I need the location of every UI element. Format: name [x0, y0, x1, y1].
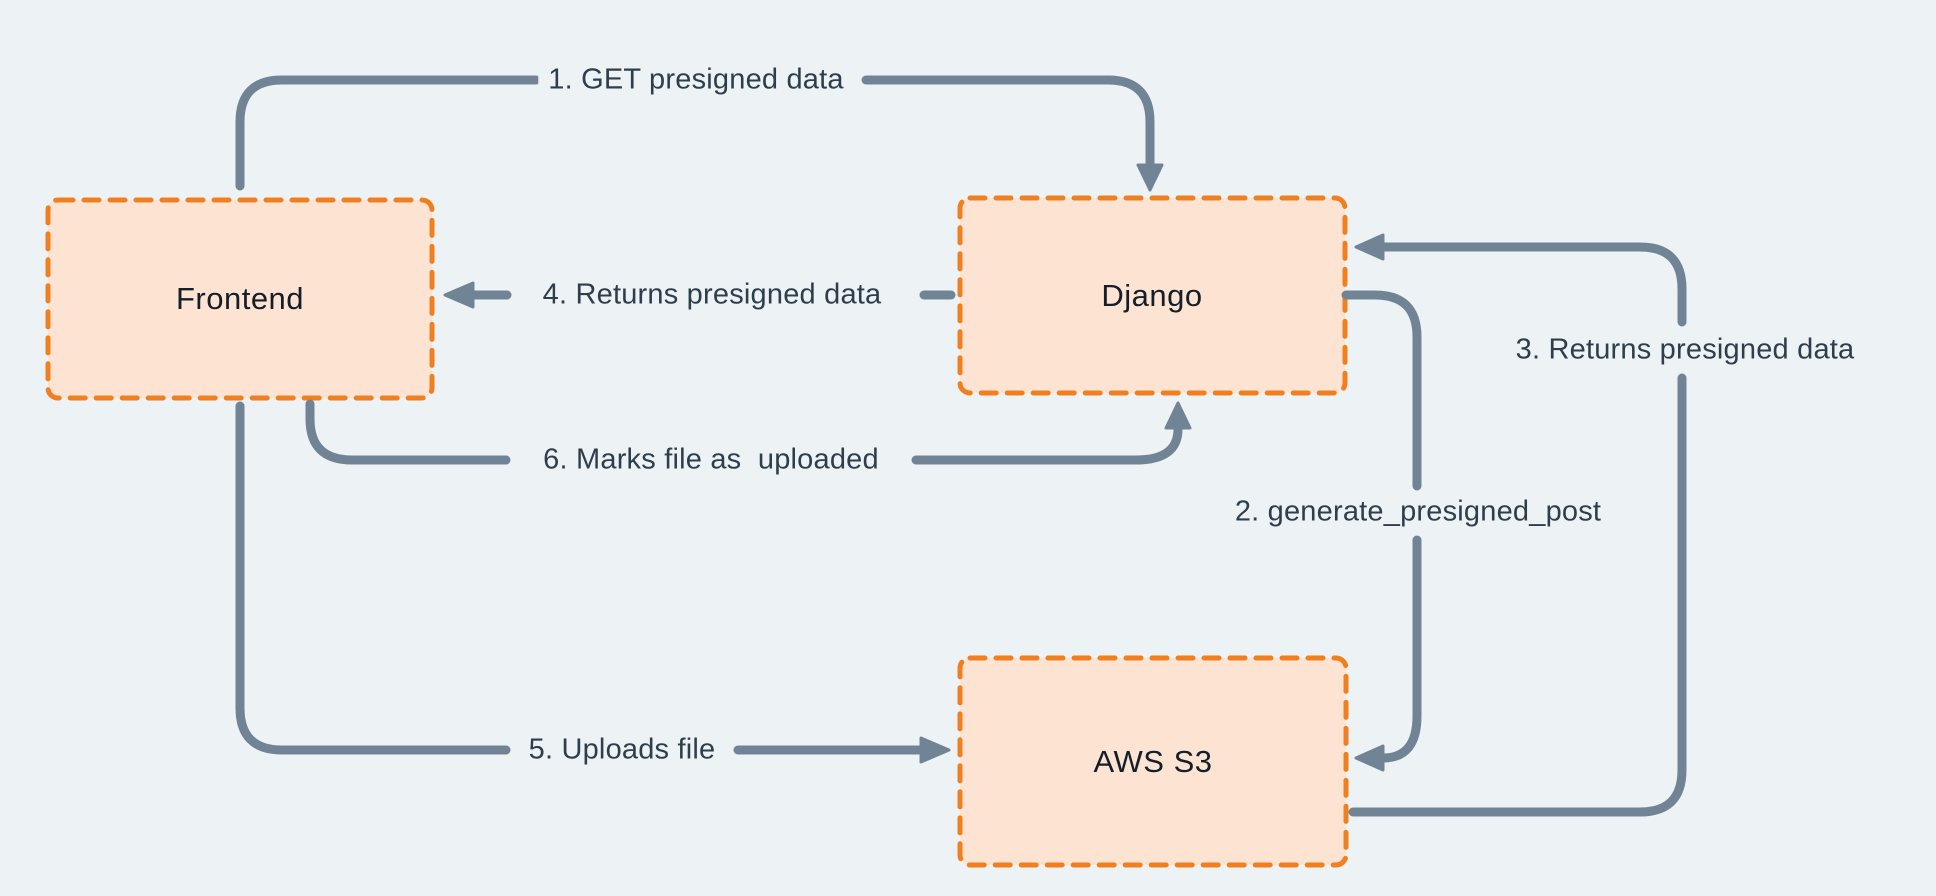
- edge-4-arrowhead-icon: [443, 281, 475, 309]
- edge-3-line-start: [1348, 373, 1687, 817]
- edge-4-label: 4. Returns presigned data: [532, 276, 892, 314]
- edge-2-line-end: [1378, 535, 1422, 763]
- edge-2-arrowhead-icon: [1354, 744, 1385, 772]
- node-frontend-box: [45, 197, 435, 401]
- edge-5-label: 5. Uploads file: [518, 731, 726, 769]
- node-frontend-label: Frontend: [175, 281, 305, 316]
- edge-6-line-end: [911, 424, 1183, 465]
- edge-5-line-start: [235, 401, 511, 755]
- edge-6-line-start: [305, 399, 511, 465]
- node-django-label: Django: [1101, 278, 1203, 313]
- edge-1-label: 1. GET presigned data: [538, 61, 854, 99]
- edge-3-line-end: [1378, 242, 1687, 327]
- edge-3-arrowhead-icon: [1354, 233, 1385, 261]
- edge-6-label: 6. Marks file as uploaded: [533, 441, 889, 479]
- edge-3-label: 3. Returns presigned data: [1505, 331, 1865, 369]
- edge-2-label: 2. generate_presigned_post: [1224, 493, 1612, 531]
- edge-2-line-start: [1341, 290, 1422, 491]
- edge-1-line-end: [861, 75, 1155, 169]
- edge-1-line-start: [235, 75, 541, 191]
- node-aws-s3-box: [957, 655, 1349, 868]
- edge-6-arrowhead-icon: [1164, 401, 1192, 430]
- node-aws-s3-label: AWS S3: [1093, 744, 1213, 779]
- edge-5-arrowhead-icon: [919, 736, 951, 764]
- edge-1-arrowhead-icon: [1136, 163, 1164, 192]
